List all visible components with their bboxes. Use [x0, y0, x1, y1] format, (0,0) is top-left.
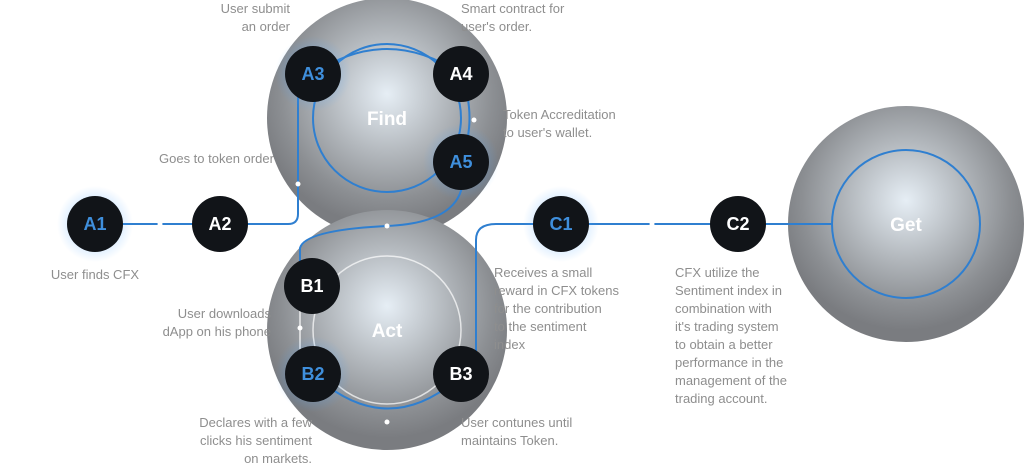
node-a2: A2	[192, 196, 248, 252]
node-c1-label: C1	[549, 214, 572, 234]
desc-c1: Receives a small reward in CFX tokens fo…	[494, 265, 619, 352]
node-a5-label: A5	[449, 152, 472, 172]
hub-act-label: Act	[372, 321, 403, 342]
desc-a2: Goes to token order	[159, 151, 274, 166]
desc-a5: Token Accreditation to user's wallet.	[503, 107, 616, 140]
desc-b2: Declares with a few clicks his sentiment…	[199, 415, 312, 466]
desc-a1: User finds CFX	[50, 267, 140, 282]
node-c2-label: C2	[726, 214, 749, 234]
node-a5: A5	[423, 124, 499, 200]
sparkle-dots	[157, 117, 655, 425]
node-c2: C2	[710, 196, 766, 252]
node-a2-label: A2	[208, 214, 231, 234]
hub-find-label: Find	[367, 109, 407, 130]
node-a1: A1	[57, 186, 133, 262]
node-b1: B1	[284, 258, 340, 314]
node-b2: B2	[275, 336, 351, 412]
desc-a4: Smart contract for user's order.	[461, 1, 565, 34]
node-a4-label: A4	[449, 64, 472, 84]
node-b1-label: B1	[300, 276, 323, 296]
node-b3: B3	[433, 346, 489, 402]
desc-b1: User downloads dApp on his phone	[162, 306, 271, 339]
node-c1: C1	[523, 186, 599, 262]
node-b3-label: B3	[449, 364, 472, 384]
node-a4: A4	[433, 46, 489, 102]
node-b2-label: B2	[301, 364, 324, 384]
node-a3-label: A3	[301, 64, 324, 84]
desc-b3: User contunes until maintains Token.	[461, 415, 573, 448]
desc-c2: CFX utilize the Sentiment index in combi…	[675, 265, 788, 406]
hub-get-label: Get	[890, 215, 922, 236]
desc-a3: User submit an order	[220, 1, 290, 34]
node-a1-label: A1	[83, 214, 106, 234]
node-a3: A3	[275, 36, 351, 112]
